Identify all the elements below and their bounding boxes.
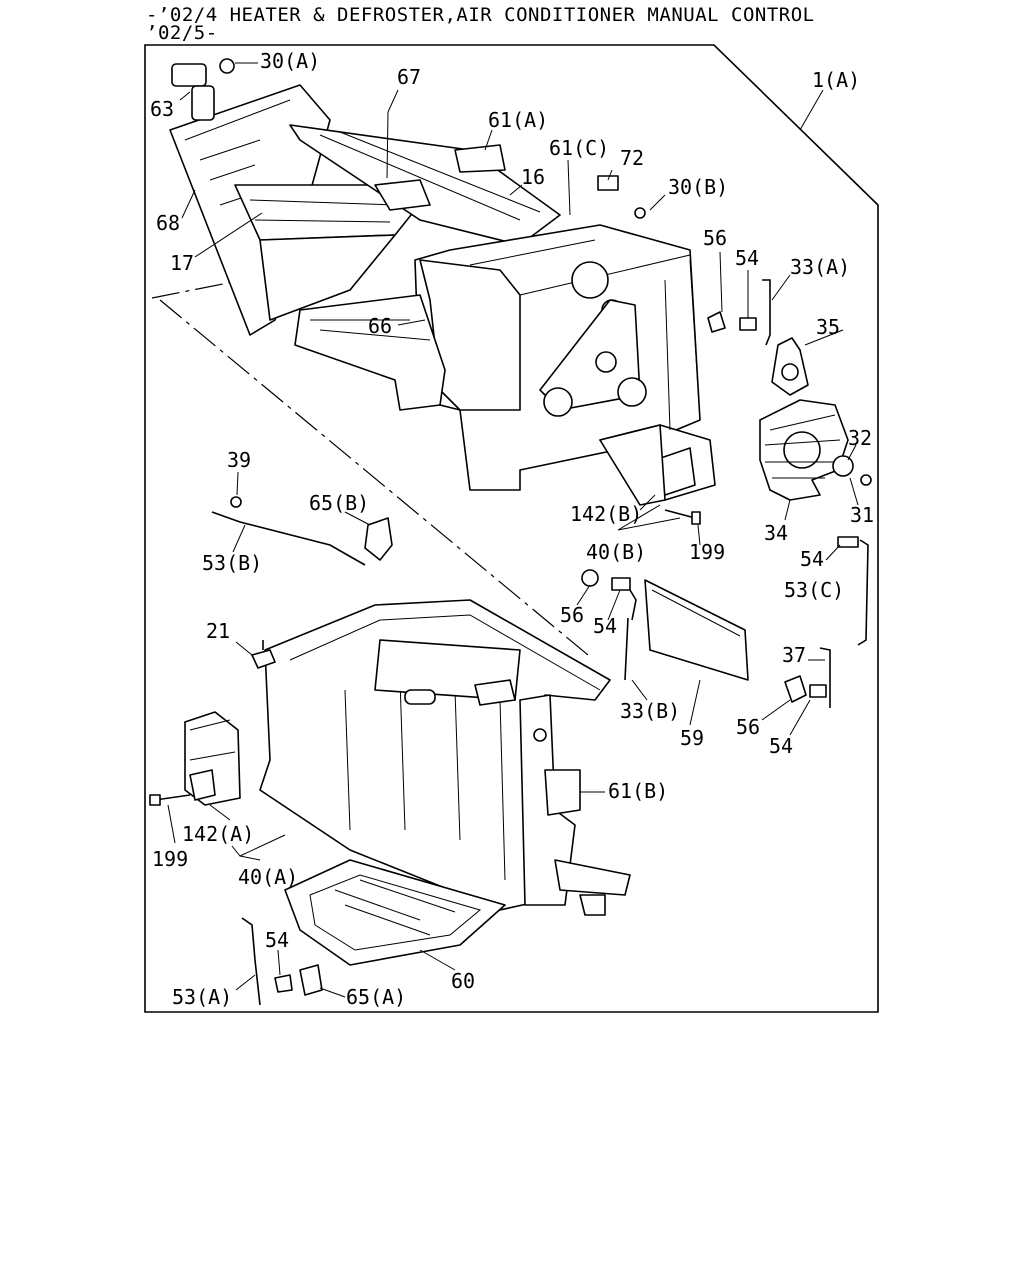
upper-case-housing	[414, 224, 716, 501]
diagram-subtitle: ’02/5-	[146, 22, 218, 44]
callout-53b: 53(B)	[202, 551, 262, 575]
small-clips-upper	[597, 175, 771, 346]
fastener-21	[251, 640, 276, 669]
callout-40a: 40(A)	[238, 865, 298, 889]
diagram-frame	[144, 44, 879, 1013]
callout-39: 39	[227, 448, 251, 472]
rod-53c	[837, 536, 869, 646]
callout-199-lower: 199	[152, 847, 188, 871]
heater-core-assembly	[169, 84, 416, 336]
diagram-title: -’02/4 HEATER & DEFROSTER,AIR CONDITIONE…	[146, 4, 815, 26]
rod-53b	[211, 496, 366, 566]
callout-16: 16	[521, 165, 545, 189]
callout-17: 17	[170, 251, 194, 275]
callout-66: 66	[368, 314, 392, 338]
callout-33b: 33(B)	[620, 699, 680, 723]
callout-54-bottom: 54	[265, 928, 289, 952]
callout-65b: 65(B)	[309, 491, 369, 515]
callout-33a: 33(A)	[790, 255, 850, 279]
callout-34: 34	[764, 521, 788, 545]
callout-142b: 142(B)	[570, 502, 642, 526]
callout-59: 59	[680, 726, 704, 750]
callout-21: 21	[206, 619, 230, 643]
filter-59	[644, 579, 749, 681]
callout-56-upper: 56	[703, 226, 727, 250]
callout-31: 31	[850, 503, 874, 527]
callout-30b: 30(B)	[668, 175, 728, 199]
drain-pan-60	[284, 859, 506, 966]
lever-65b	[364, 517, 393, 561]
rod-53a	[241, 917, 261, 1006]
link-lever-35	[771, 337, 809, 396]
callout-40b: 40(B)	[586, 540, 646, 564]
clip-56-mid	[581, 569, 637, 621]
callout-1a: 1(A)	[812, 68, 860, 92]
callout-32: 32	[848, 426, 872, 450]
callout-60: 60	[451, 969, 475, 993]
callout-54-upper: 54	[735, 246, 759, 270]
callout-72: 72	[620, 146, 644, 170]
actuator-142a	[149, 711, 241, 806]
lower-case-housing	[259, 599, 631, 916]
callout-54-mid: 54	[593, 614, 617, 638]
leader-lines	[167, 62, 859, 998]
callout-199-upper: 199	[689, 540, 725, 564]
callout-37: 37	[782, 643, 806, 667]
callout-30a: 30(A)	[260, 49, 320, 73]
callout-63: 63	[150, 97, 174, 121]
callout-54-lower-right: 54	[769, 734, 793, 758]
link-37-56	[784, 647, 831, 708]
callout-53a: 53(A)	[172, 985, 232, 1009]
duct-66	[294, 294, 446, 411]
rod-33b	[624, 617, 629, 681]
callout-54-mid-right: 54	[800, 547, 824, 571]
callout-65a: 65(A)	[346, 985, 406, 1009]
callout-35: 35	[816, 315, 840, 339]
heater-pipe-63	[171, 58, 235, 121]
callout-61a: 61(A)	[488, 108, 548, 132]
callout-68: 68	[156, 211, 180, 235]
lever-65a-54	[274, 964, 323, 996]
mode-control-disc-34	[759, 399, 872, 501]
callout-56-lower-right: 56	[736, 715, 760, 739]
callout-53c: 53(C)	[784, 578, 844, 602]
callout-142a: 142(A)	[182, 822, 254, 846]
callout-56-mid: 56	[560, 603, 584, 627]
section-line-diagonal	[159, 299, 589, 656]
callout-61b: 61(B)	[608, 779, 668, 803]
callout-67: 67	[397, 65, 421, 89]
callout-61c: 61(C)	[549, 136, 609, 160]
actuator-142b	[599, 424, 701, 525]
